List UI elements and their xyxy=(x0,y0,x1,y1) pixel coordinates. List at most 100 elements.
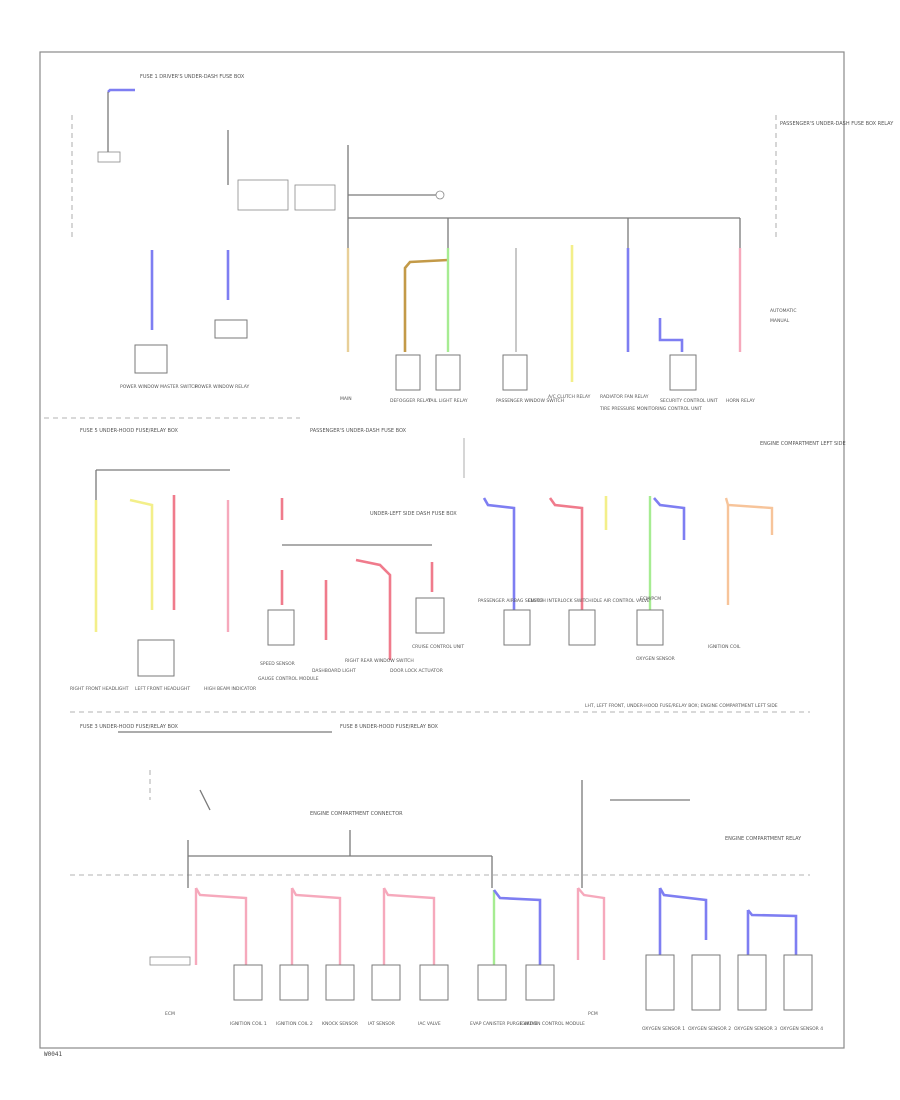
wire-orange-o2 xyxy=(724,497,774,535)
cap-iac: IAC VALVE xyxy=(418,1021,441,1027)
cap-radiator-fan-relay: RADIATOR FAN RELAY xyxy=(600,394,649,400)
wire-pink-pcm xyxy=(577,887,606,960)
bus-node xyxy=(435,190,445,200)
legend-manual: MANUAL xyxy=(770,318,790,324)
cap-gauge-module: GAUGE CONTROL MODULE xyxy=(258,676,319,682)
wire-blue-ecm xyxy=(653,497,686,540)
passenger-window-switch xyxy=(502,354,528,391)
cap-rr-window-switch: RIGHT REAR WINDOW SWITCH xyxy=(345,658,414,664)
s3-center-note: ENGINE COMPARTMENT CONNECTOR xyxy=(310,811,403,817)
cap-o2-2: OXYGEN SENSOR 2 xyxy=(688,1026,731,1032)
cap-pcm: PCM xyxy=(588,1011,598,1017)
cap-power-window-master-switch: POWER WINDOW MASTER SWITCH xyxy=(120,384,198,390)
s3-right-note: ENGINE COMPARTMENT RELAY xyxy=(725,836,802,842)
o2-3-box xyxy=(737,954,767,1011)
cap-s3-ecm: ECM xyxy=(165,1011,175,1017)
cap-o2-4: OXYGEN SENSOR 4 xyxy=(780,1026,823,1032)
wire-blue-o2-3 xyxy=(746,909,798,960)
cap-rf-headlight: RIGHT FRONT HEADLIGHT xyxy=(70,686,129,692)
o2-2-box xyxy=(691,954,721,1011)
cap-hb-indicator: HIGH BEAM INDICATOR xyxy=(204,686,256,692)
cap-clutch-switch: CLUTCH INTERLOCK SWITCH xyxy=(528,598,592,604)
fuse-box-1 xyxy=(97,151,121,163)
iat-box xyxy=(371,964,401,1001)
cap-horn-relay: HORN RELAY xyxy=(726,398,755,404)
cap-tail-light-relay: TAIL LIGHT RELAY xyxy=(427,398,468,404)
cap-speed-sensor: SPEED SENSOR xyxy=(260,661,295,667)
section-3: FUSE 3 UNDER-HOOD FUSE/RELAY BOX FUSE 8 … xyxy=(80,724,823,1032)
right-note: PASSENGER'S UNDER-DASH FUSE BOX RELAY xyxy=(780,121,894,127)
relay-box xyxy=(237,179,289,211)
security-unit xyxy=(669,354,697,391)
s2-center-note: UNDER-LEFT SIDE DASH FUSE BOX xyxy=(370,511,457,517)
cap-evap: EVAP CANISTER PURGE VALVE xyxy=(470,1021,538,1027)
cap-ac-clutch-relay: A/C CLUTCH RELAY xyxy=(548,394,591,400)
headlight-connector xyxy=(137,639,175,677)
evap-box xyxy=(477,964,507,1001)
cap-dashboard-light: DASHBOARD LIGHT xyxy=(312,668,356,674)
iac-box xyxy=(419,964,449,1001)
clutch-switch-box xyxy=(568,609,596,646)
cap-security-unit: SECURITY CONTROL UNIT xyxy=(660,398,718,404)
wire-blue-o2-1 xyxy=(658,887,708,940)
cap-ignition-coil: IGNITION COIL xyxy=(708,644,741,650)
ecm-box xyxy=(636,609,664,646)
cap-o2-3: OXYGEN SENSOR 3 xyxy=(734,1026,777,1032)
o2-1-box xyxy=(645,954,675,1011)
cap-cruise-unit: CRUISE CONTROL UNIT xyxy=(412,644,464,650)
section-2: FUSE 5 UNDER-HOOD FUSE/RELAY BOX PASSENG… xyxy=(70,428,846,709)
ecm-box-s3 xyxy=(149,956,191,966)
coil2-box xyxy=(279,964,309,1001)
defogger-relay xyxy=(395,354,421,391)
cap-door-lock: DOOR LOCK ACTUATOR xyxy=(390,668,443,674)
cruise-unit xyxy=(415,597,445,634)
diagram-frame xyxy=(39,51,845,1049)
power-window-relay xyxy=(214,319,248,339)
wire-red-door xyxy=(355,558,392,660)
tail-light-relay xyxy=(435,354,461,391)
s2-caption: LHT, LEFT FRONT, UNDER-HOOD FUSE/RELAY B… xyxy=(585,703,778,709)
cap-coil1: IGNITION COIL 1 xyxy=(230,1021,267,1027)
s3-left-note: FUSE 3 UNDER-HOOD FUSE/RELAY BOX xyxy=(80,724,179,730)
wire-blue-top xyxy=(107,88,135,93)
cap-tpms: TIRE PRESSURE MONITORING CONTROL UNIT xyxy=(599,406,702,412)
s3-switch xyxy=(199,789,211,811)
cap-knock: KNOCK SENSOR xyxy=(322,1021,358,1027)
cap-iat: IAT SENSOR xyxy=(368,1021,395,1027)
fuse-box-main xyxy=(294,184,336,211)
cap-passenger-airbag: PASSENGER AIRBAG SENSOR xyxy=(478,598,543,604)
cap-icm: IGNITION CONTROL MODULE xyxy=(520,1021,585,1027)
cap-main: MAIN xyxy=(340,396,352,402)
wire-pink-coil1 xyxy=(194,887,248,965)
wire-pink-iat xyxy=(382,887,436,965)
coil1-box xyxy=(233,964,263,1001)
knock-box xyxy=(325,964,355,1001)
wire-brown-defogger xyxy=(403,258,449,352)
cap-passenger-window-switch: PASSENGER WINDOW SWITCH xyxy=(496,398,564,404)
wire-blue-evap xyxy=(492,889,542,965)
cap-power-window-relay: POWER WINDOW RELAY xyxy=(195,384,249,390)
s2-right-note: ENGINE COMPARTMENT LEFT SIDE xyxy=(760,441,846,447)
cap-iac-valve: IDLE AIR CONTROL VALVE xyxy=(592,598,650,604)
wire-red-clutch xyxy=(548,497,584,610)
cap-coil2: IGNITION COIL 2 xyxy=(276,1021,313,1027)
top-note: FUSE 1 DRIVER'S UNDER-DASH FUSE BOX xyxy=(140,74,245,80)
cap-o2-1: OXYGEN SENSOR 1 xyxy=(642,1026,685,1032)
legend-automatic: AUTOMATIC xyxy=(770,308,797,314)
cap-lf-headlight: LEFT FRONT HEADLIGHT xyxy=(135,686,190,692)
wire-blue-passenger-airbag xyxy=(482,497,516,610)
footer-code: W0041 xyxy=(44,1051,62,1058)
icm-box xyxy=(525,964,555,1001)
s3-mid-note: FUSE 8 UNDER-HOOD FUSE/RELAY BOX xyxy=(340,724,439,730)
wire-yellow-lf-headlight xyxy=(129,498,154,610)
o2-4-box xyxy=(783,954,813,1011)
cap-oxygen-sensor: OXYGEN SENSOR xyxy=(636,656,675,662)
power-window-switch xyxy=(134,344,168,374)
wire-blue-security xyxy=(658,318,684,352)
s2-mid-note: PASSENGER'S UNDER-DASH FUSE BOX xyxy=(310,428,407,434)
cap-defogger-relay: DEFOGGER RELAY xyxy=(390,398,431,404)
s2-left-note: FUSE 5 UNDER-HOOD FUSE/RELAY BOX xyxy=(80,428,179,434)
gauge-module xyxy=(267,609,295,646)
wire-pink-coil2 xyxy=(290,887,342,965)
